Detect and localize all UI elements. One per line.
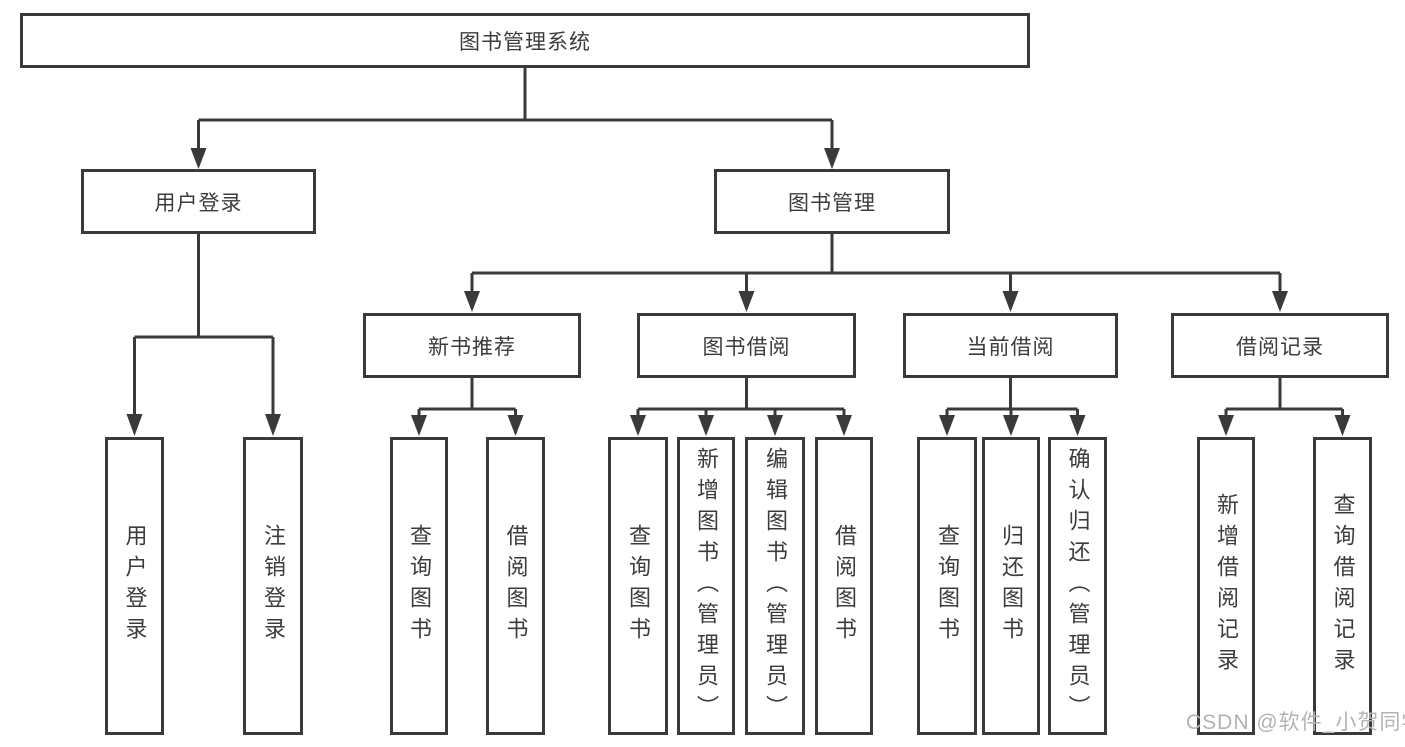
node-leaf-query-books-recommend: 查询图书 (390, 437, 448, 735)
node-leaf-borrow-books-recommend: 借阅图书 (486, 437, 545, 735)
node-label: 确认归还（管理员） (1065, 446, 1091, 726)
node-label: 查询借阅记录 (1330, 493, 1356, 679)
connector-current-borrow-to-leaves (945, 378, 1079, 417)
node-leaf-confirm-return-admin: 确认归还（管理员） (1048, 437, 1107, 735)
node-label: 查询图书 (935, 524, 960, 648)
node-label: 借阅图书 (832, 524, 857, 648)
node-book-borrow: 图书借阅 (637, 313, 856, 378)
node-label: 归还图书 (999, 524, 1024, 648)
node-label: 用户登录 (154, 191, 243, 215)
node-leaf-query-borrow-record: 查询借阅记录 (1313, 437, 1372, 735)
node-leaf-return-books: 归还图书 (982, 437, 1040, 735)
node-leaf-query-books-borrow: 查询图书 (608, 437, 668, 735)
node-leaf-add-books-admin: 新增图书（管理员） (677, 437, 735, 735)
node-book-management: 图书管理 (714, 169, 950, 234)
connector-borrow-records-to-leaves (1224, 378, 1344, 417)
node-label: 编辑图书（管理员） (763, 446, 788, 726)
node-label: 当前借阅 (966, 335, 1055, 359)
node-label: 借阅图书 (503, 524, 529, 648)
node-leaf-edit-books-admin: 编辑图书（管理员） (745, 437, 805, 735)
node-label: 查询图书 (626, 524, 651, 648)
node-user-login: 用户登录 (81, 169, 316, 234)
node-leaf-logout: 注销登录 (243, 437, 303, 735)
node-label: 新增借阅记录 (1214, 493, 1239, 679)
node-leaf-add-borrow-record: 新增借阅记录 (1197, 437, 1255, 735)
connector-book-borrow-to-leaves (636, 378, 846, 417)
node-label: 图书借阅 (702, 335, 791, 359)
node-label: 新书推荐 (428, 335, 516, 359)
node-new-book-recommend: 新书推荐 (363, 313, 581, 378)
node-label: 图书管理 (788, 191, 876, 215)
connector-new-book-to-leaves (417, 378, 517, 417)
node-label: 查询图书 (407, 524, 432, 648)
node-label: 注销登录 (261, 524, 286, 648)
node-leaf-borrow-books: 借阅图书 (815, 437, 873, 735)
node-leaf-query-books-current: 查询图书 (917, 437, 977, 735)
connector-user-login-to-leaves (133, 234, 275, 416)
node-current-borrow: 当前借阅 (903, 313, 1118, 378)
node-label: 新增图书（管理员） (694, 446, 719, 726)
node-label: 用户登录 (122, 524, 148, 648)
node-root-library-system: 图书管理系统 (20, 13, 1030, 68)
node-label: 借阅记录 (1236, 335, 1324, 359)
node-leaf-user-login: 用户登录 (105, 437, 164, 735)
node-borrow-records: 借阅记录 (1171, 313, 1389, 378)
csdn-watermark: CSDN @软件_小贺同学 (1186, 711, 1405, 734)
connector-book-management-to-level3 (470, 234, 1282, 293)
connector-root-to-level2 (197, 68, 834, 150)
node-label: 图书管理系统 (459, 30, 591, 54)
